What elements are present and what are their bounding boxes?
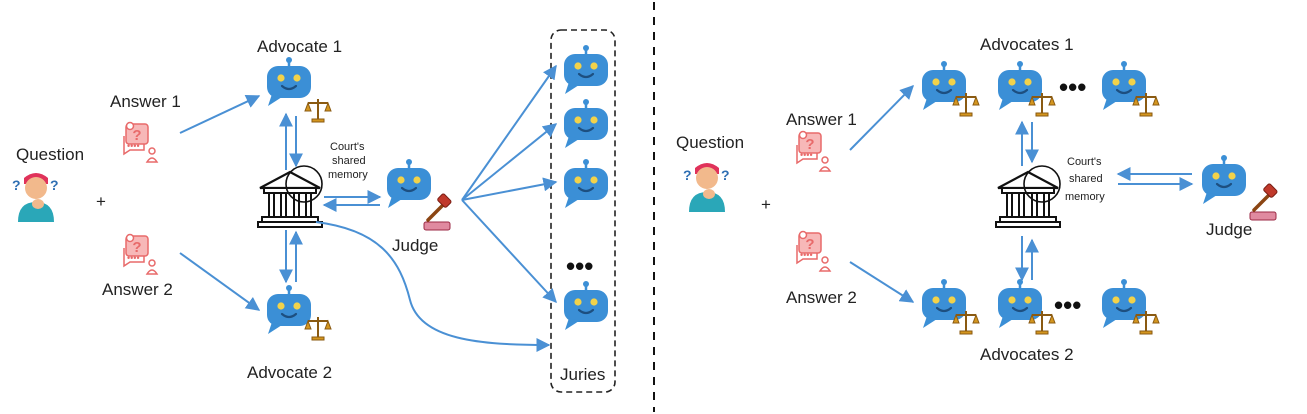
robot-icon	[996, 59, 1044, 112]
scale-icon	[304, 98, 332, 123]
left-judge-label: Judge	[392, 236, 438, 255]
robot-icon	[562, 43, 610, 96]
right-memory-line3: memory	[1065, 191, 1105, 203]
answer-icon	[123, 233, 158, 275]
person-icon	[12, 173, 59, 222]
right-plus: +	[761, 195, 771, 214]
left-memory-line3: memory	[328, 169, 368, 181]
edge-answer2-advocates2	[849, 261, 915, 303]
robot-icon	[562, 97, 610, 150]
left-plus: +	[96, 192, 106, 211]
right-adv2-ellipsis: •••	[1054, 290, 1081, 320]
robot-icon	[1200, 153, 1248, 206]
right-panel: Question + Answer 1 Answer 2 Advocates 1…	[676, 35, 1280, 364]
robot-icon	[920, 59, 968, 112]
robot-icon	[920, 277, 968, 330]
right-answer2-label: Answer 2	[786, 288, 857, 307]
edge-answer2-advocate2	[179, 252, 261, 311]
person-icon	[683, 163, 730, 212]
left-memory-line2: shared	[332, 155, 366, 167]
gavel-icon	[422, 191, 454, 232]
edge-judge-jury3	[461, 177, 558, 201]
scale-icon	[952, 92, 980, 117]
left-panel: Question + Answer 1 Answer 2 Advocate 1 …	[12, 29, 616, 393]
right-question-label: Question	[676, 133, 744, 152]
answer-icon	[796, 130, 831, 172]
right-judge-label: Judge	[1206, 220, 1252, 239]
robot-icon	[1100, 59, 1148, 112]
edge-judge-jury4	[461, 199, 557, 304]
juries-label: Juries	[560, 365, 605, 384]
right-memory-line1: Court's	[1067, 156, 1102, 168]
left-answer1-label: Answer 1	[110, 92, 181, 111]
left-advocate2-label: Advocate 2	[247, 363, 332, 382]
robot-icon	[562, 157, 610, 210]
right-advocates2-label: Advocates 2	[980, 345, 1074, 364]
scale-icon	[1132, 92, 1160, 117]
edge-judge-jury1	[461, 64, 557, 201]
scale-icon	[1028, 92, 1056, 117]
edge-answer1-advocates1	[849, 85, 914, 151]
answer-icon	[796, 230, 831, 272]
edge-answer1-advocate1	[179, 95, 261, 134]
robot-icon	[385, 157, 433, 210]
left-memory-line1: Court's	[330, 141, 365, 153]
scale-icon	[1028, 310, 1056, 335]
answer-icon	[123, 121, 158, 163]
memory-bubble	[285, 165, 323, 203]
left-advocate1-label: Advocate 1	[257, 37, 342, 56]
right-advocates1-label: Advocates 1	[980, 35, 1074, 54]
left-answer2-label: Answer 2	[102, 280, 173, 299]
scale-icon	[304, 316, 332, 341]
edge-court-juries	[315, 221, 551, 352]
robot-icon	[996, 277, 1044, 330]
robot-icon	[265, 55, 313, 108]
gavel-icon	[1248, 181, 1280, 222]
scale-icon	[952, 310, 980, 335]
memory-bubble	[1023, 165, 1061, 203]
right-answer1-label: Answer 1	[786, 110, 857, 129]
robot-icon	[265, 283, 313, 336]
juries-box	[550, 29, 616, 393]
left-question-label: Question	[16, 145, 84, 164]
robot-icon	[562, 279, 610, 332]
left-jury-ellipsis: •••	[566, 251, 593, 281]
right-memory-line2: shared	[1069, 173, 1103, 185]
edge-judge-jury2	[461, 123, 558, 201]
robot-icon	[1100, 277, 1148, 330]
scale-icon	[1132, 310, 1160, 335]
right-adv1-ellipsis: •••	[1059, 72, 1086, 102]
